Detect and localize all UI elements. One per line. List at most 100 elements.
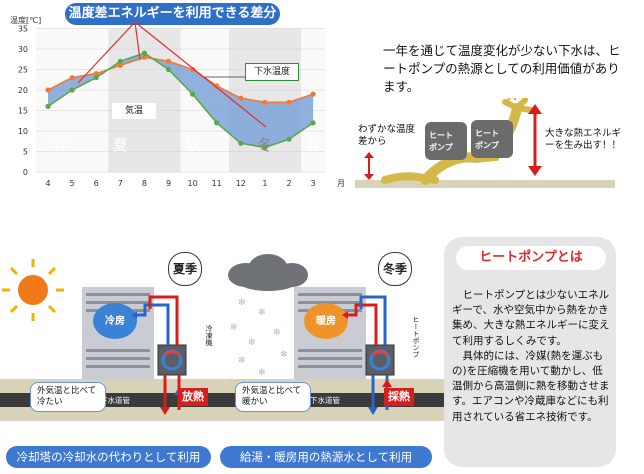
- plant-root-icon: [381, 172, 439, 184]
- data-point: [141, 54, 147, 60]
- winter-season-label: 冬季: [378, 252, 412, 286]
- season-label: 夏: [113, 136, 128, 154]
- x-axis-unit: 月: [337, 179, 345, 188]
- snowflake-icon: ✻✻✻ ✻✻✻ ✻✻✻: [226, 298, 288, 388]
- box-label-left: ヒート: [429, 131, 453, 140]
- data-point: [69, 75, 75, 81]
- data-point: [93, 71, 99, 77]
- blue-pipe-icon: [137, 303, 170, 345]
- summer-season-label: 夏季: [168, 252, 202, 286]
- data-point: [310, 120, 316, 126]
- data-point: [190, 91, 196, 97]
- blue-pipe-icon: [359, 295, 387, 345]
- data-point: [286, 136, 292, 142]
- x-tick-label: 7: [118, 179, 123, 188]
- data-point: [262, 99, 268, 105]
- summer-illustration: [0, 259, 225, 421]
- x-tick-label: 12: [236, 179, 246, 188]
- season-labels: 春夏秋冬春: [53, 136, 321, 154]
- chart-title: 温度差エネルギーを利用できる差分: [65, 3, 280, 25]
- data-point: [238, 95, 244, 101]
- callout-line: [77, 21, 136, 84]
- cloud-icon: [228, 254, 308, 291]
- x-tick-label: 11: [212, 179, 222, 188]
- y-tick-label: 5: [23, 148, 28, 157]
- heat-pump-paragraph-1: ヒートポンプとは少ないエネルギーで、水や空気中から熱をかき集め、大きな熱エネルギ…: [452, 289, 610, 347]
- x-tick-label: 4: [45, 179, 50, 188]
- winter-pipe-label: 下水道管: [310, 396, 340, 405]
- season-background: [36, 28, 326, 172]
- x-tick-label: 9: [166, 179, 171, 188]
- data-point: [262, 144, 268, 150]
- cooling-label: 冷房: [105, 316, 125, 327]
- winter-bubble: 外気温と比べて暖かい: [235, 382, 311, 412]
- winter-caption: 給湯・暖房用の熱源水として利用: [220, 446, 432, 468]
- y-axis-unit-label: 温度[℃]: [10, 16, 42, 25]
- y-tick-label: 30: [18, 45, 28, 54]
- heat-collection-tag: 採熱: [384, 388, 414, 406]
- data-point: [165, 58, 172, 64]
- small-difference-note: わずかな温度差から: [358, 124, 416, 147]
- season-label: 秋: [185, 136, 200, 154]
- svg-text:✻: ✻: [238, 356, 246, 366]
- data-point: [117, 62, 123, 68]
- x-tick-label: 1: [262, 179, 267, 188]
- data-point: [45, 87, 51, 93]
- heat-pump-concept-illustration: ヒート ポンプ ヒート ポンプ: [355, 98, 615, 188]
- main-description: 一年を通じて温度変化が少ない下水は、ヒートポンプの熱源としての利用価値があります…: [383, 43, 621, 94]
- data-point: [214, 120, 220, 126]
- heat-pump-paragraph-2: 具体的には、冷媒(熱を運ぶもの)を圧縮機を用いて動かし、低温側から高温側に熱を移…: [452, 349, 610, 423]
- data-point: [117, 58, 123, 64]
- svg-text:ポンプ: ポンプ: [429, 142, 454, 152]
- data-point: [93, 75, 99, 81]
- y-tick-label: 25: [18, 66, 28, 75]
- data-point: [165, 66, 172, 73]
- heat-pump-box-icon: [425, 120, 513, 160]
- data-point: [286, 99, 292, 105]
- heating-label: 暖房: [316, 316, 336, 327]
- y-tick-label: 35: [18, 25, 28, 34]
- summer-bubble: 外気温と比べて冷たい: [30, 382, 106, 412]
- svg-text:✻: ✻: [258, 308, 266, 318]
- series-line-1: [47, 52, 314, 149]
- series-points: [45, 50, 316, 150]
- x-tick-label: 6: [94, 179, 99, 188]
- y-tick-label: 10: [18, 127, 28, 136]
- data-point: [238, 140, 244, 146]
- box-label-right: ヒート: [475, 129, 499, 138]
- x-tick-label: 3: [311, 179, 316, 188]
- svg-text:✻: ✻: [258, 368, 266, 378]
- sparkle-icon: [506, 98, 528, 103]
- heat-pump-unit-label: ヒートポンプ: [412, 316, 420, 358]
- y-tick-label: 20: [18, 86, 28, 95]
- x-tick-label: 2: [286, 179, 291, 188]
- data-point: [45, 103, 51, 109]
- red-pipe-icon: [148, 295, 179, 345]
- svg-text:✻: ✻: [238, 298, 246, 308]
- heat-pump-info-title: ヒートポンプとは: [456, 246, 606, 270]
- red-pipe-icon: [348, 303, 378, 345]
- heat-pump-info-panel: [444, 237, 616, 467]
- x-tick-label: 10: [188, 179, 198, 188]
- callout-line: [134, 21, 141, 61]
- svg-text:✻: ✻: [273, 328, 281, 338]
- x-tick-label: 5: [70, 179, 75, 188]
- svg-text:✻: ✻: [280, 350, 288, 360]
- svg-text:✻: ✻: [230, 323, 238, 333]
- heat-pump-info-body: ヒートポンプとは少ないエネルギーで、水や空気中から熱をかき集め、大きな熱エネルギ…: [452, 288, 612, 425]
- data-point: [190, 66, 196, 73]
- ground-icon: [355, 180, 615, 188]
- y-tick-label: 15: [18, 107, 28, 116]
- sun-icon: [2, 259, 64, 321]
- heating-badge-icon: [304, 303, 348, 339]
- heat-release-tag: 放熱: [178, 388, 208, 406]
- summer-pipe-label: 下水道管: [100, 396, 130, 405]
- data-point: [310, 91, 316, 97]
- y-tick-label: 0: [23, 168, 28, 177]
- cooling-badge-icon: [93, 303, 137, 339]
- season-label: 冬: [257, 136, 272, 154]
- big-energy-note: 大きな熱エネルギーを生み出す！！: [545, 128, 622, 151]
- svg-text:✻: ✻: [248, 338, 256, 348]
